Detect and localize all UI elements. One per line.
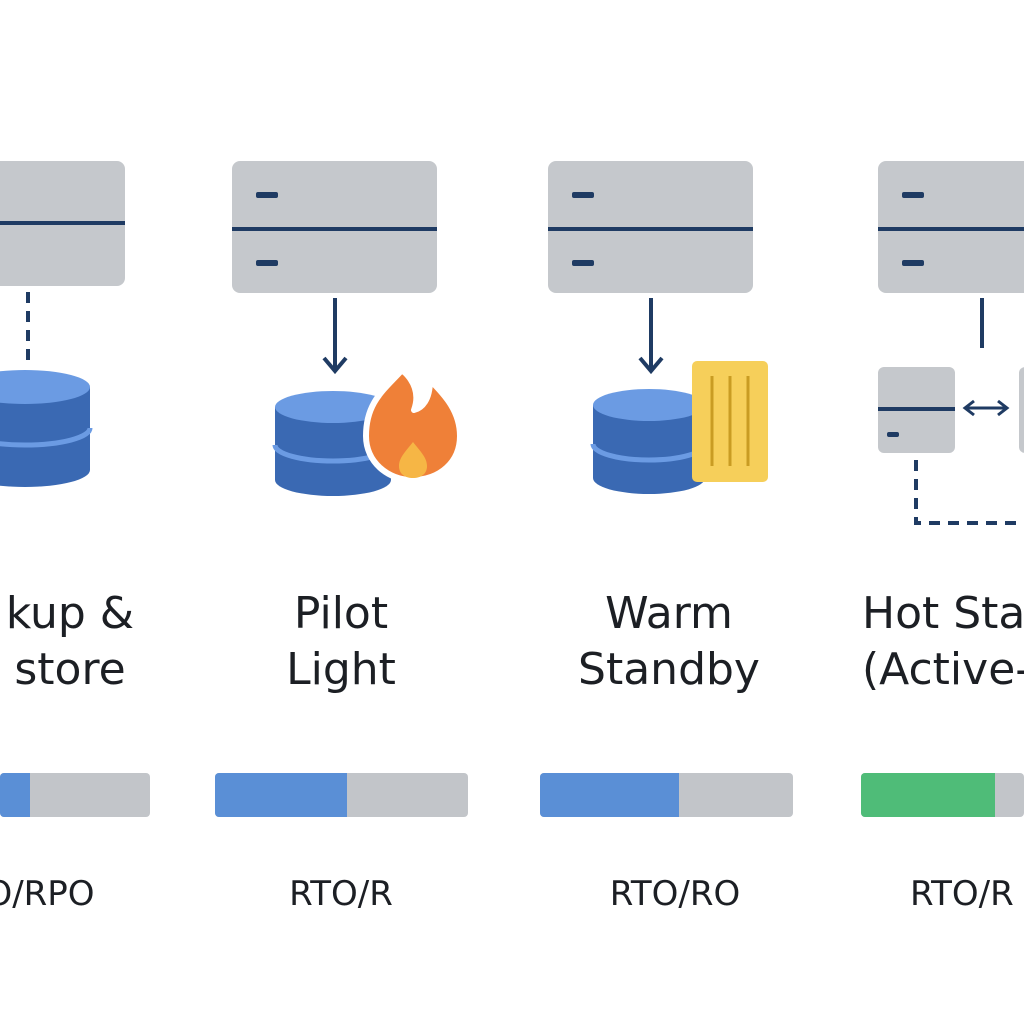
bar-fill: [0, 773, 30, 817]
column-title-warm-standby: Warm Standby: [578, 588, 760, 695]
bar-fill: [540, 773, 680, 817]
small-server-icon: [878, 367, 955, 453]
server-icon: [548, 161, 753, 293]
down-arrow-icon: [638, 298, 664, 375]
down-arrow-icon: [322, 298, 348, 375]
database-icon: [590, 389, 708, 494]
bar-fill: [861, 773, 995, 817]
hot-standby-column: [878, 161, 1024, 525]
database-icon: [272, 391, 394, 496]
backup-restore-column: [0, 161, 125, 487]
bar-fill: [215, 773, 347, 817]
dashed-connector: [914, 460, 1024, 525]
bidirectional-arrow-icon: [962, 399, 1010, 417]
metric-label-hot-standby: RTO/R: [910, 874, 1014, 914]
metric-label-backup-restore: O/RPO: [0, 874, 95, 914]
rto-rpo-bar-hot-standby: [861, 773, 1024, 817]
column-title-backup-restore: kup & store: [5, 588, 135, 695]
column-title-pilot-light: Pilot Light: [286, 588, 396, 695]
database-icon: [0, 370, 93, 487]
flame-icon: [363, 367, 463, 483]
rto-rpo-bar-pilot-light: [215, 773, 468, 817]
metric-label-warm-standby: RTO/RO: [609, 874, 741, 914]
warm-standby-column: [548, 161, 768, 494]
server-icon: [0, 161, 125, 286]
rto-rpo-bar-backup-restore: [0, 773, 150, 817]
small-server-icon: [1019, 367, 1024, 453]
server-icon: [232, 161, 437, 293]
server-icon: [878, 161, 1024, 293]
metric-label-pilot-light: RTO/R: [289, 874, 393, 914]
standby-card-icon: [692, 361, 768, 482]
pilot-light-column: [232, 161, 463, 496]
column-title-hot-standby: Hot Sta (Active-A: [862, 588, 1024, 695]
rto-rpo-bar-warm-standby: [540, 773, 793, 817]
